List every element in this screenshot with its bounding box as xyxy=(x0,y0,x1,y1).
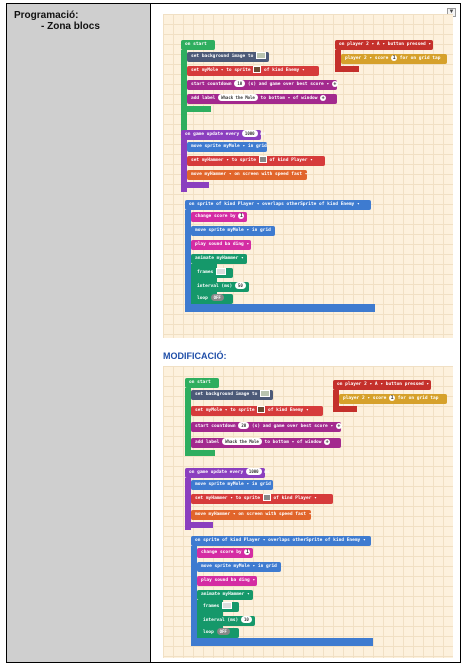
interval-field[interactable]: interval (ms) 10 xyxy=(199,616,255,626)
set-mymole-block[interactable]: set myMole ▾ to sprite of kind Enemy ▾ xyxy=(187,66,319,76)
start-countdown-block[interactable]: start countdown 10 (s) and game over bes… xyxy=(187,80,338,90)
play-sound-block[interactable]: play sound ba ding ▾ xyxy=(197,576,257,586)
animate-block[interactable]: animate myHammer ▾ xyxy=(197,590,253,600)
move-hammer-block[interactable]: move myHammer ▾ on screen with speed fas… xyxy=(191,510,312,520)
mole-sprite-icon xyxy=(253,66,262,73)
plus-icon: + xyxy=(335,422,342,429)
play-sound-block[interactable]: play sound ba ding ▾ xyxy=(191,240,251,250)
game-update-block[interactable]: on game update every 1000 ms xyxy=(181,130,266,140)
move-sprite-block[interactable]: move sprite myMole ▾ in grid xyxy=(187,142,267,152)
player-score-block[interactable]: player 2 ▾ score 1 for on grid tap xyxy=(341,54,447,64)
on-start-block[interactable]: on start xyxy=(181,40,215,50)
move-sprite-block-2[interactable]: move sprite myMole ▾ in grid xyxy=(197,562,281,572)
game-update-block[interactable]: on game update every 1000 ms xyxy=(185,468,270,478)
frames-image-icon xyxy=(221,602,232,609)
frames-image-icon xyxy=(215,268,226,275)
move-hammer-block[interactable]: move myHammer ▾ on screen with speed fas… xyxy=(187,170,308,180)
move-sprite-block[interactable]: move sprite myMole ▾ in grid xyxy=(191,480,273,490)
grid-image-icon xyxy=(256,52,267,59)
plus-icon: + xyxy=(331,80,338,87)
loop-field[interactable]: loop OFF xyxy=(193,294,233,304)
add-label-block[interactable]: add label Whack the Mole to bottom ▾ of … xyxy=(187,94,337,104)
move-sprite-block-2[interactable]: move sprite myMole ▾ in grid xyxy=(191,226,275,236)
plus-icon: + xyxy=(320,94,327,101)
set-background-block[interactable]: set background image to xyxy=(187,52,269,62)
interval-field[interactable]: interval (ms) 50 xyxy=(193,282,249,292)
blocks-workspace-modified[interactable]: on start set background image to set myM… xyxy=(163,366,453,658)
on-overlap-block[interactable]: on sprite of kind Player ▾ overlaps othe… xyxy=(191,536,371,546)
on-button-pressed-block[interactable]: on player 2 ▾ A ▾ button pressed ▾ xyxy=(335,40,433,50)
grid-image-icon xyxy=(260,390,271,397)
animate-block[interactable]: animate myHammer ▾ xyxy=(191,254,247,264)
hammer-sprite-icon xyxy=(258,156,267,163)
set-myhammer-block[interactable]: set myHammer ▾ to sprite of kind Player … xyxy=(187,156,325,166)
change-score-block[interactable]: change score by 1 xyxy=(197,548,253,558)
frames-field[interactable]: frames xyxy=(199,602,239,612)
start-countdown-block[interactable]: start countdown 20 (s) and game over bes… xyxy=(191,422,342,432)
content-table: Programació: - Zona blocs ▼ on start set… xyxy=(6,3,461,663)
change-score-block[interactable]: change score by 1 xyxy=(191,212,247,222)
on-button-pressed-block[interactable]: on player 2 ▾ A ▾ button pressed ▾ xyxy=(333,380,431,390)
on-overlap-block[interactable]: on sprite of kind Player ▾ overlaps othe… xyxy=(185,200,371,210)
set-background-block[interactable]: set background image to xyxy=(191,390,273,400)
set-mymole-block[interactable]: set myMole ▾ to sprite of kind Enemy ▾ xyxy=(191,406,323,416)
content-cell: ▼ on start set background image to set m… xyxy=(157,4,460,662)
plus-icon: + xyxy=(324,438,331,445)
add-label-block[interactable]: add label Whack the Mole to bottom ▾ of … xyxy=(191,438,341,448)
modification-heading: MODIFICACIÓ: xyxy=(163,351,227,361)
blocks-workspace-original[interactable]: on start set background image to set myM… xyxy=(163,14,453,338)
on-start-body xyxy=(181,50,187,140)
hammer-sprite-icon xyxy=(262,494,271,501)
cell-title: Programació: xyxy=(14,10,79,21)
on-start-block[interactable]: on start xyxy=(185,378,219,388)
set-myhammer-block[interactable]: set myHammer ▾ to sprite of kind Player … xyxy=(191,494,333,504)
frames-field[interactable]: frames xyxy=(193,268,233,278)
loop-field[interactable]: loop OFF xyxy=(199,628,239,638)
cell-subtitle: - Zona blocs xyxy=(41,21,100,32)
player-score-block[interactable]: player 2 ▾ score 1 for on grid tap xyxy=(339,394,447,404)
mole-sprite-icon xyxy=(257,406,266,413)
label-cell: Programació: - Zona blocs xyxy=(7,4,151,662)
